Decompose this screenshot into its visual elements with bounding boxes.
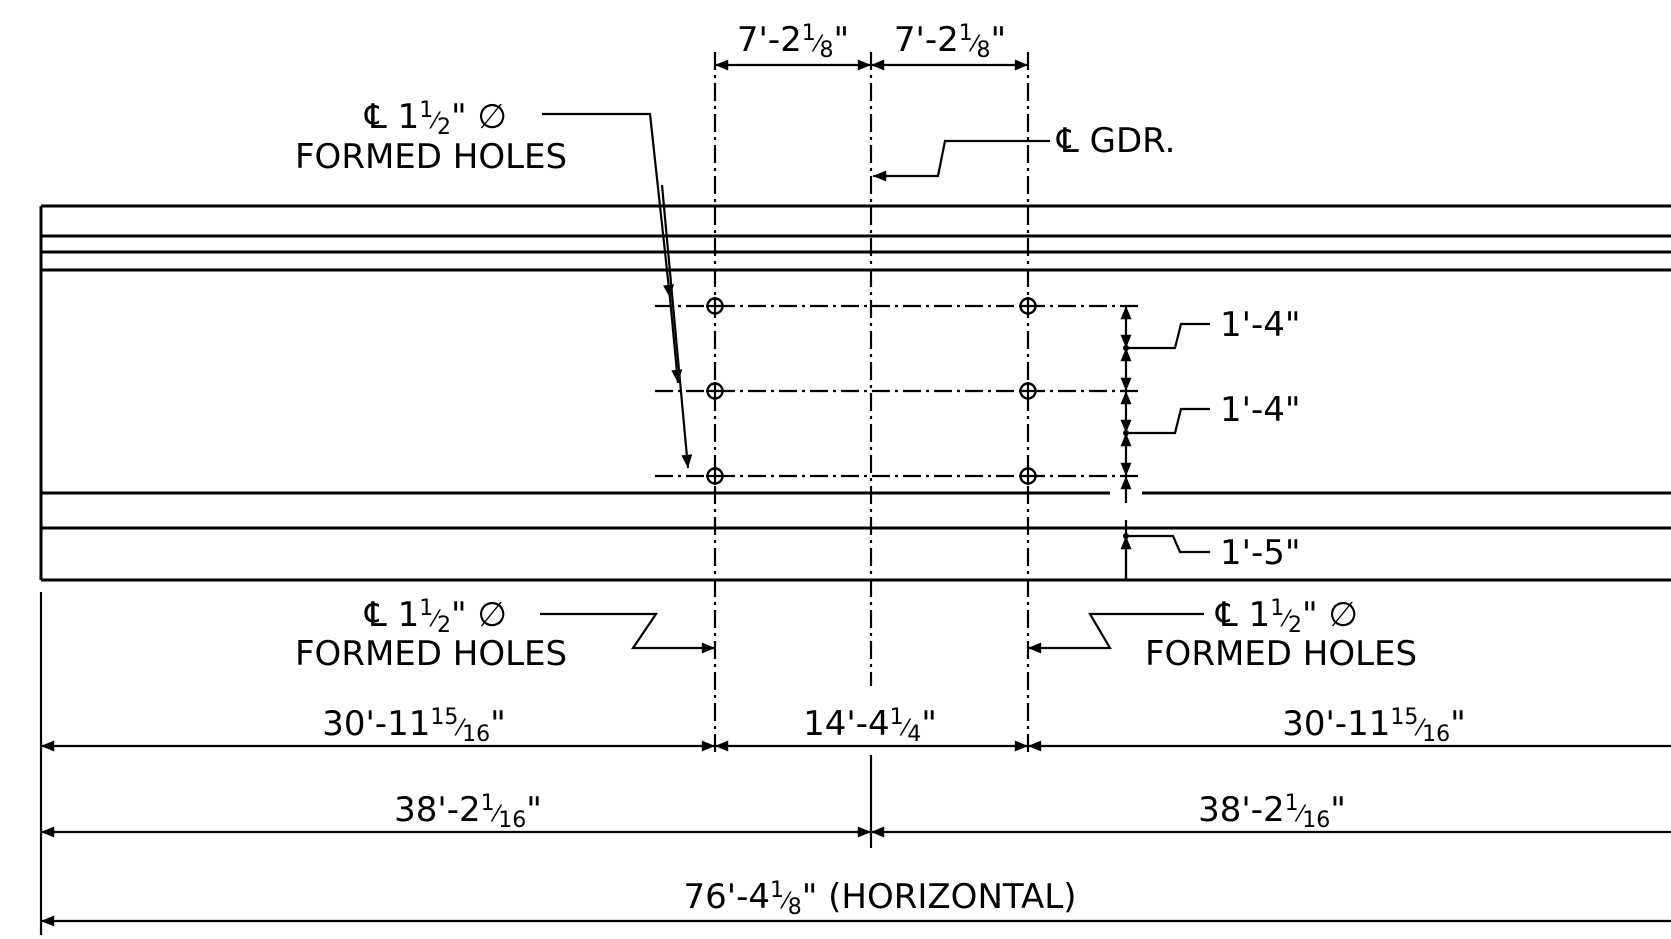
callout-gdr-leader: [873, 139, 1050, 182]
vertical-dimensions: 1'-4" 1'-4" 1'-5": [1120, 305, 1301, 580]
girder-body: [39, 204, 1671, 582]
vert-dim-leader-3: [1126, 534, 1210, 554]
hole-r2-c1: [706, 382, 724, 400]
vert-dim-leader-1: [1126, 322, 1210, 350]
row3-total-label: 76'-41⁄8" (HORIZONTAL): [684, 877, 1077, 920]
callout-bottom-left-caption: FORMED HOLES: [295, 634, 567, 674]
callout-top-left-formed-holes: ℄ 11⁄2" ∅ FORMED HOLES: [295, 97, 693, 469]
row2-left-label: 38'-21⁄16": [394, 790, 542, 833]
vert-dim-leader-2: [1126, 407, 1210, 435]
callout-bottom-right-size: ℄ 11⁄2" ∅: [1215, 595, 1358, 638]
callout-top-left-leader-1: [542, 112, 675, 299]
callout-top-left-leader-2: [660, 184, 693, 469]
hole-r3-c2: [1019, 467, 1037, 485]
top-dimensions: 7'-21⁄8" 7'-21⁄8": [715, 20, 1028, 71]
callout-top-left-caption: FORMED HOLES: [295, 137, 567, 177]
dimension-row-2: 38'-21⁄16" 38'-21⁄16": [41, 790, 1671, 838]
dimension-row-1: 30'-1115⁄16" 14'-41⁄4" 30'-1115⁄16": [41, 704, 1671, 752]
row1-left-label: 30'-1115⁄16": [322, 704, 505, 747]
hole-r1-c2: [1019, 297, 1037, 315]
callout-bottom-left-size: ℄ 11⁄2" ∅: [364, 595, 507, 638]
vert-dim-label-3: 1'-5": [1220, 533, 1301, 573]
hole-r1-c1: [706, 297, 724, 315]
top-dim-left-label: 7'-21⁄8": [737, 20, 849, 63]
callout-gdr-label: ℄ GDR.: [1056, 121, 1175, 161]
vert-dim-label-2: 1'-4": [1220, 390, 1301, 430]
dimension-row-3: 76'-41⁄8" (HORIZONTAL): [41, 877, 1671, 927]
top-dim-right-label: 7'-21⁄8": [894, 20, 1006, 63]
callout-bottom-right-leader: [1027, 612, 1204, 654]
row1-right-label: 30'-1115⁄16": [1282, 704, 1465, 747]
centerlines: [655, 52, 1140, 848]
row2-right-label: 38'-21⁄16": [1198, 790, 1346, 833]
hole-r3-c1: [706, 467, 724, 485]
row1-middle-label: 14'-41⁄4": [803, 704, 937, 747]
callout-bottom-right-caption: FORMED HOLES: [1145, 634, 1417, 674]
callout-girder-centerline: ℄ GDR.: [873, 121, 1175, 182]
callout-bottom-right-formed-holes: ℄ 11⁄2" ∅ FORMED HOLES: [1027, 595, 1417, 674]
callout-top-left-size: ℄ 11⁄2" ∅: [364, 97, 507, 140]
callout-bottom-left-leader: [540, 612, 715, 654]
formed-holes: [706, 297, 1037, 485]
hole-r2-c2: [1019, 382, 1037, 400]
callout-bottom-left-formed-holes: ℄ 11⁄2" ∅ FORMED HOLES: [295, 595, 715, 674]
vert-dim-label-1: 1'-4": [1220, 305, 1301, 345]
callout-top-left-leader-3: [668, 297, 683, 384]
